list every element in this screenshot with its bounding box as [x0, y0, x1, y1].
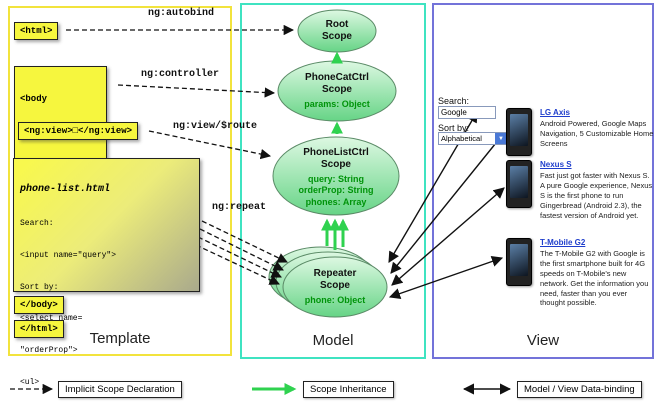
body-close-tag-box: </body>: [14, 296, 64, 315]
root-scope-label: Root Scope: [299, 19, 375, 43]
phone-thumbnail: [506, 160, 532, 208]
template-column-title: Template: [89, 330, 151, 347]
sort-selected-option: Alphabetical: [441, 134, 482, 143]
scope-name: PhoneCatCtrl: [305, 72, 369, 83]
ng-repeat-label: ng:repeat: [212, 202, 267, 213]
databinding-arrow-phone3: [388, 256, 504, 299]
phone-list-title: phone-list.html: [20, 184, 111, 196]
view-search-label: Search:: [438, 96, 470, 106]
scope-property: phones: Array: [305, 196, 367, 207]
phone-description: The T-Mobile G2 with Google is the first…: [540, 249, 649, 308]
ng-repeat-arrow-4: [195, 244, 280, 285]
phone-list-template-box: phone-list.html Search: <input name="que…: [13, 158, 200, 387]
scope-name: Scope: [321, 84, 352, 95]
code-line: <input name="query">: [20, 251, 117, 261]
code-line: <ul>: [20, 377, 40, 387]
phone-name-link[interactable]: LG Axis: [540, 108, 570, 117]
code-line: <select name=: [20, 314, 83, 324]
ng-controller-arrow: [117, 84, 276, 98]
repeater-scope-ellipse-front: [282, 256, 388, 318]
model-column-title: Model: [312, 332, 354, 349]
scope-property: phone: Object: [304, 295, 366, 305]
template-column-frame: [8, 6, 232, 356]
view-search-input[interactable]: [438, 106, 496, 119]
scope-name: Root: [325, 19, 349, 30]
phone-name-link[interactable]: T-Mobile G2: [540, 238, 586, 247]
code-line: Search:: [20, 219, 54, 229]
phone-name-link[interactable]: Nexus S: [540, 160, 572, 169]
ng-autobind-label: ng:autobind: [148, 8, 215, 19]
phone-thumbnail: [506, 108, 532, 156]
phone-entry-nexus-s: Nexus S Fast just got faster with Nexus …: [506, 160, 654, 220]
ng-repeat-arrow-2: [199, 228, 284, 271]
scope-property: orderProp: String: [298, 185, 374, 196]
phone-entry-lg-axis: LG Axis Android Powered, Google Maps Nav…: [506, 108, 654, 156]
scope-name: Scope: [321, 31, 352, 42]
html-close-tag-box: </html>: [14, 320, 64, 339]
phone-entry-tmobile-g2: T-Mobile G2 The T-Mobile G2 with Google …: [506, 238, 654, 308]
ng-controller-label: ng:controller: [141, 69, 220, 80]
html-open-tag-box: <html>: [14, 22, 59, 41]
scope-property: query: String: [307, 174, 364, 184]
phone-description: Android Powered, Google Maps Navigation,…: [540, 119, 654, 148]
phonecatctrl-scope-label: PhoneCatCtrl Scope params: Object: [279, 72, 395, 110]
repeater-scope-label: Repeater Scope phone: Object: [283, 268, 387, 306]
view-column-title: View: [526, 332, 560, 349]
legend-implicit-scope: Implicit Scope Declaration: [58, 381, 182, 398]
scope-name: Scope: [319, 280, 350, 291]
code-line: "orderProp">: [20, 345, 78, 355]
scope-name: Repeater: [313, 268, 357, 279]
phonelistctrl-scope-label: PhoneListCtrl Scope query: String orderP…: [272, 147, 400, 208]
legend-scope-inheritance: Scope Inheritance: [303, 381, 394, 398]
ng-view-tag-box: <ng:view>□</ng:view>: [18, 122, 139, 141]
view-sort-select[interactable]: Alphabetical ▼: [438, 132, 508, 145]
scope-name: PhoneListCtrl: [303, 147, 369, 158]
ng-repeat-arrow-1: [201, 220, 288, 263]
phone-description: Fast just got faster with Nexus S. A pur…: [540, 171, 653, 220]
scope-name: Scope: [320, 159, 351, 170]
code-line: Sort by:: [20, 282, 59, 292]
ng-repeat-arrow-3: [197, 236, 282, 278]
ng-view-route-arrow: [148, 130, 272, 160]
scope-property: params: Object: [304, 99, 370, 109]
phone-thumbnail: [506, 238, 532, 286]
code-line: <body: [20, 94, 48, 105]
ng-view-route-label: ng:view/$route: [173, 121, 258, 132]
legend-data-binding: Model / View Data-binding: [517, 381, 642, 398]
